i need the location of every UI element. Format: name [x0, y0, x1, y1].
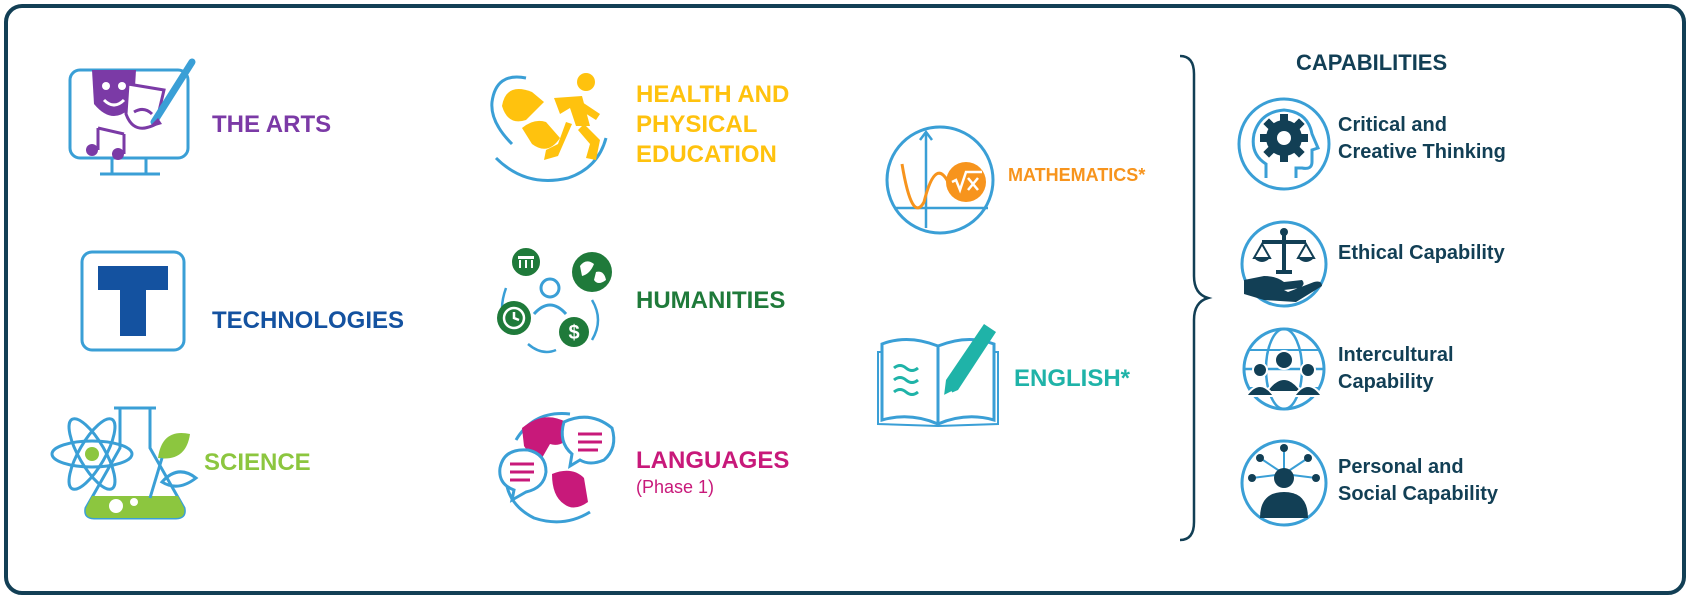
svg-text:$: $: [568, 322, 579, 344]
humanities-cycle-icon: $: [497, 246, 612, 354]
atom-flask-leaf-icon: [50, 406, 199, 520]
subject-label-mathematics: MATHEMATICS*: [1008, 165, 1146, 185]
subject-label-science: SCIENCE: [204, 449, 311, 476]
diagram-frame: [4, 4, 1686, 595]
subject-label-humanities: HUMANITIES: [636, 287, 786, 314]
bracket-divider: [1179, 54, 1213, 542]
subject-label-english: ENGLISH*: [1014, 365, 1131, 392]
graph-sqrt-icon: [885, 125, 995, 235]
capabilities-title: CAPABILITIES: [1296, 50, 1448, 75]
subject-label-languages: LANGUAGES: [636, 447, 790, 474]
hand-scales-icon: [1240, 220, 1328, 308]
capability-label-intercultural: Intercultural Capability: [1338, 344, 1454, 393]
person-network-icon: [1240, 439, 1328, 527]
heart-runner-icon: [490, 73, 608, 182]
capability-label-ethical: Ethical Capability: [1338, 242, 1505, 264]
letter-t-icon: [80, 250, 186, 352]
theatre-masks-paintbrush-icon: [68, 58, 196, 176]
book-pen-icon: [877, 324, 999, 428]
globe-people-icon: [1242, 327, 1326, 411]
head-gear-icon: [1237, 97, 1331, 191]
subject-label-health: HEALTH AND PHYSICAL EDUCATION: [636, 81, 790, 168]
capability-label-personal-social: Personal and Social Capability: [1338, 456, 1499, 505]
capability-label-critical: Critical and Creative Thinking: [1338, 114, 1506, 163]
globe-speech-bubbles-icon: [498, 412, 616, 524]
subject-label-technologies: TECHNOLOGIES: [212, 307, 405, 334]
subject-label-arts: THE ARTS: [212, 111, 332, 138]
subject-sublabel-languages: (Phase 1): [636, 477, 715, 497]
